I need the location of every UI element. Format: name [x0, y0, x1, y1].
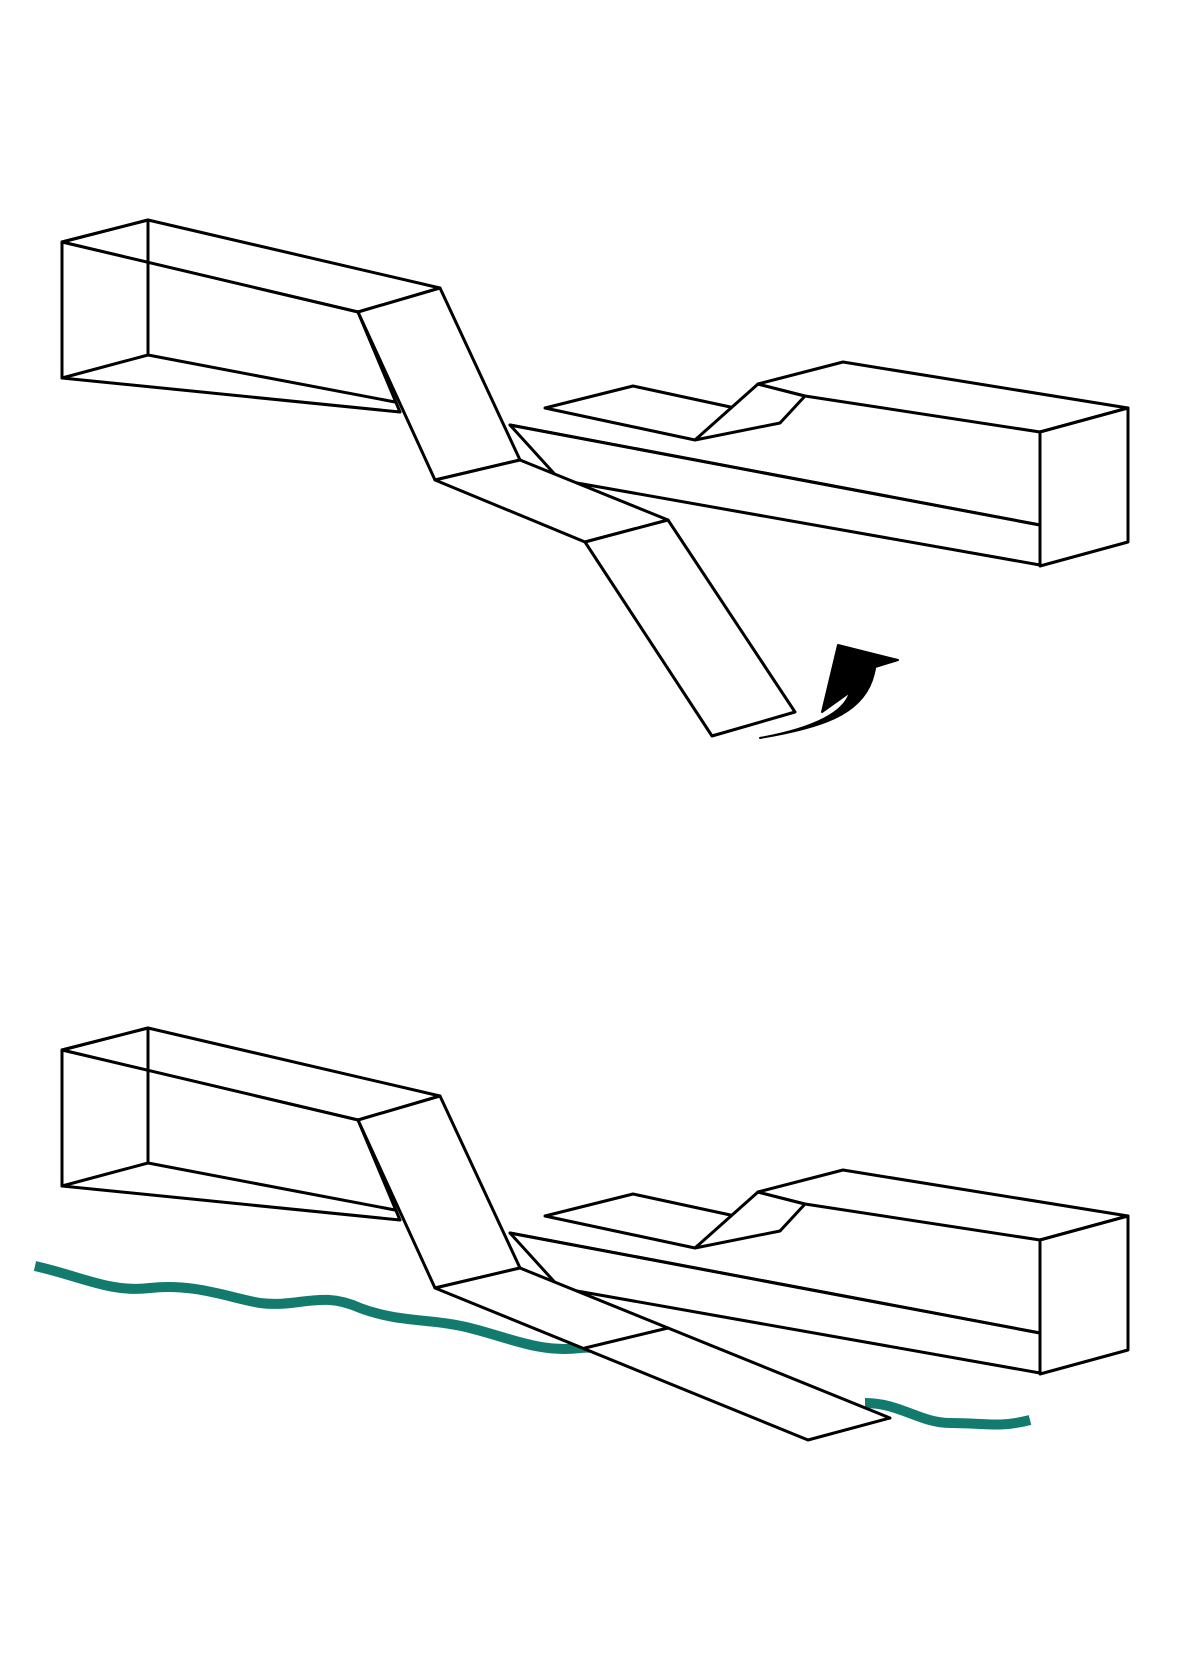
- panel-top-raised-ramp: [60, 218, 1130, 739]
- transfer-ramp: [433, 1266, 892, 1442]
- right-platform: [543, 360, 1130, 442]
- curved-arrow-icon: [759, 644, 899, 739]
- water-surface-line-right: [864, 1398, 1032, 1430]
- right-box: [1038, 406, 1130, 568]
- right-box: [1038, 1214, 1130, 1376]
- right-platform: [543, 1168, 1130, 1250]
- left-box: [60, 218, 442, 414]
- panel-bottom-lowered-ramp: [33, 1026, 1130, 1442]
- transfer-ramp: [433, 458, 797, 738]
